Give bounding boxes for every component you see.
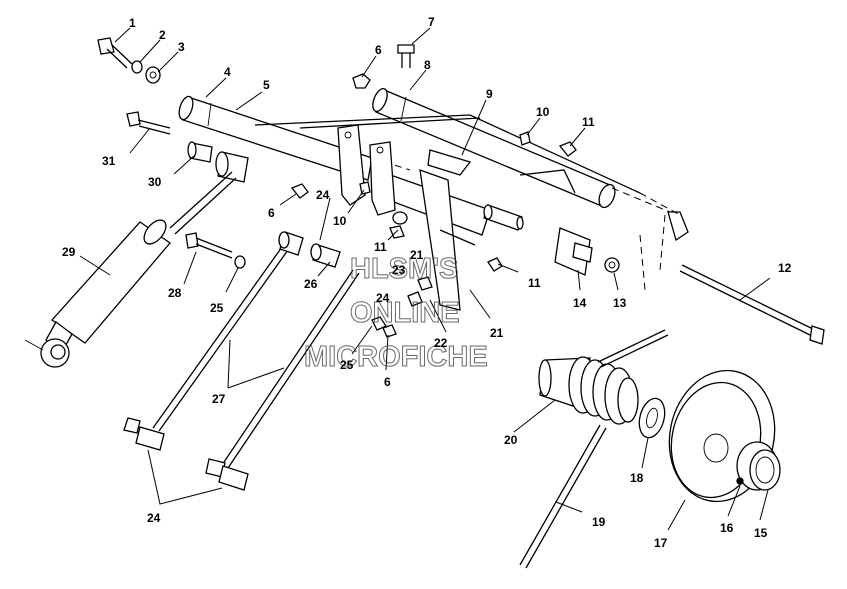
callout-5: 5: [263, 78, 270, 92]
callout-11: 11: [582, 115, 595, 129]
callout-17: 17: [654, 536, 668, 550]
callout-10: 10: [333, 214, 347, 228]
wheel-17: [668, 369, 781, 503]
torsion-links: [123, 231, 360, 491]
leader-lines: [79, 27, 771, 531]
callout-24: 24: [376, 291, 390, 305]
callout-21: 21: [410, 248, 424, 262]
spring-20: [538, 329, 669, 425]
callout-12: 12: [778, 261, 792, 275]
callout-10: 10: [536, 105, 550, 119]
callout-11: 11: [374, 240, 387, 254]
callout-19: 19: [592, 515, 606, 529]
callout-6: 6: [375, 43, 382, 57]
watermark: HLSM'S ONLINE MICROFICHE: [304, 253, 489, 374]
bushing-30: [187, 141, 249, 183]
callout-20: 20: [504, 433, 518, 447]
callout-13: 13: [613, 296, 627, 310]
callout-3: 3: [178, 40, 185, 54]
callout-25: 25: [340, 358, 354, 372]
watermark-line-2: ONLINE: [350, 297, 460, 329]
callout-6: 6: [384, 375, 391, 389]
callout-2: 2: [159, 28, 166, 42]
callout-25: 25: [210, 301, 224, 315]
long-bolt-12: [679, 264, 825, 345]
washer-18: [638, 397, 666, 439]
bolt-28: [185, 232, 246, 269]
bolt-31: [126, 111, 171, 135]
pivot-assembly: [337, 124, 524, 311]
bracket-14: [554, 227, 620, 276]
callout-11: 11: [528, 276, 541, 290]
callout-8: 8: [424, 58, 431, 72]
bolt-7: [397, 44, 415, 68]
upper-nuts: [290, 73, 577, 199]
callout-14: 14: [573, 296, 587, 310]
spring-arm-19: [519, 424, 607, 569]
callout-15: 15: [754, 526, 768, 540]
callout-6: 6: [268, 206, 275, 220]
callout-labels: 1 2 3 4 5 6 7 8 9 10 11 31 30 6 24 10 29…: [62, 15, 792, 550]
callout-21: 21: [490, 326, 504, 340]
bolt-1: [97, 37, 161, 84]
right-cross-tube: [372, 87, 671, 213]
pivot-hardware: [359, 181, 503, 338]
callout-18: 18: [630, 471, 644, 485]
watermark-line-1: HLSM'S: [350, 253, 458, 285]
callout-27: 27: [212, 392, 226, 406]
callout-30: 30: [148, 175, 162, 189]
callout-28: 28: [168, 286, 182, 300]
callout-24: 24: [316, 188, 330, 202]
callout-31: 31: [102, 154, 116, 168]
callout-22: 22: [434, 336, 448, 350]
callout-1: 1: [129, 16, 136, 30]
frame-rails: [254, 114, 689, 291]
callout-24: 24: [147, 511, 161, 525]
shock-absorber: [24, 171, 237, 368]
watermark-line-3: MICROFICHE: [304, 341, 488, 373]
callout-4: 4: [224, 65, 231, 79]
callout-26: 26: [304, 277, 318, 291]
callout-7: 7: [428, 15, 435, 29]
callout-23: 23: [392, 263, 406, 277]
callout-29: 29: [62, 245, 76, 259]
callout-9: 9: [486, 87, 493, 101]
callout-16: 16: [720, 521, 734, 535]
